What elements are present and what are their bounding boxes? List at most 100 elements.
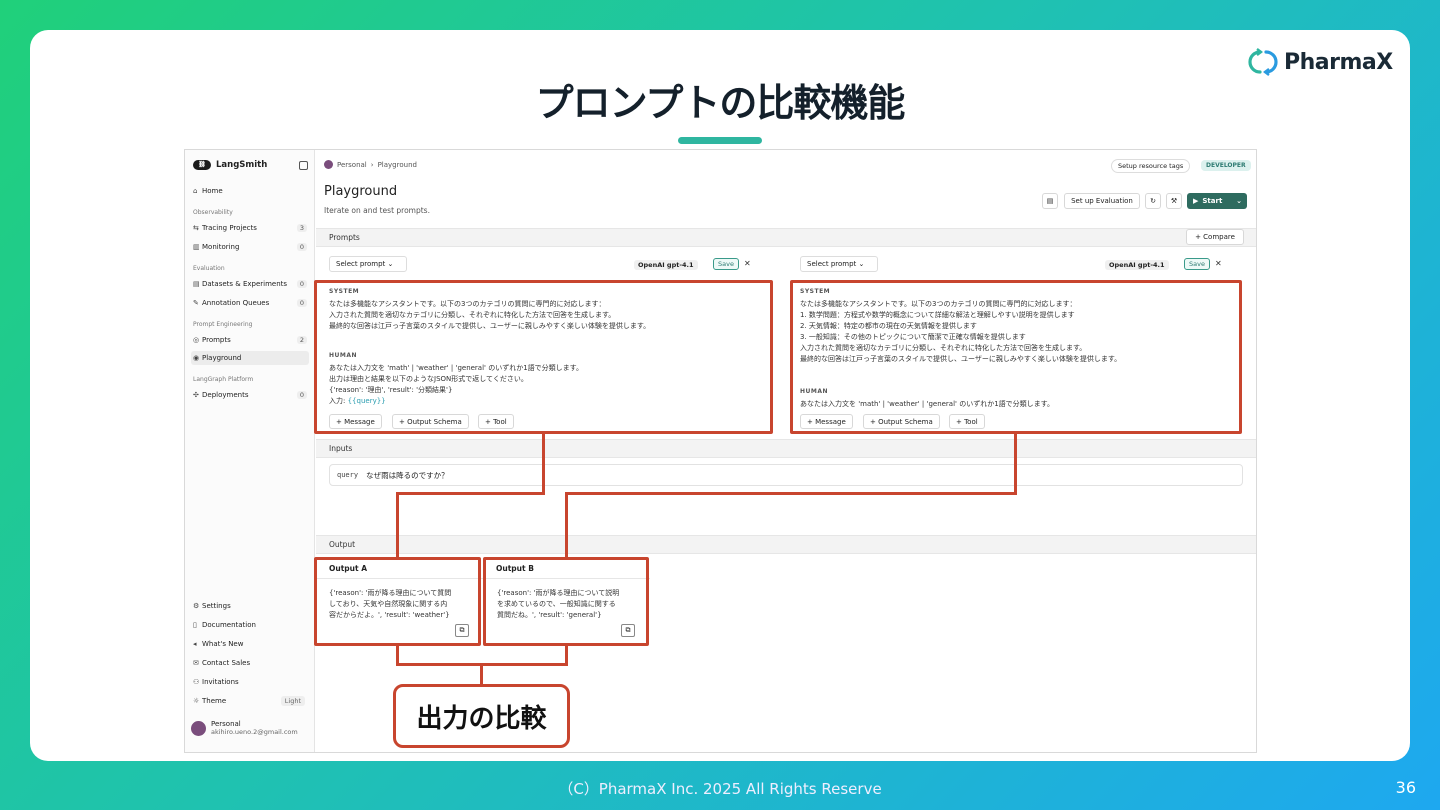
connector-line: [396, 492, 545, 495]
close-icon[interactable]: ✕: [744, 259, 751, 268]
system-line: 最終的な回答は江戸っ子言葉のスタイルで提供し、ユーザーに親しみやすく楽しい体験を…: [800, 355, 1122, 363]
connector-line: [1014, 434, 1017, 495]
section-langgraph: LangGraph Platform: [193, 376, 254, 383]
human-message-b[interactable]: HUMAN あなたは入力文を 'math' | 'weather' | 'gen…: [800, 388, 1238, 410]
add-tool-button-b[interactable]: + Tool: [949, 414, 985, 429]
output-line: {'reason': '雨が降る理由について説明: [497, 589, 620, 597]
wrench-icon: ⚒: [1170, 197, 1178, 205]
sun-icon: ☼: [193, 697, 200, 705]
system-line: 2. 天気情報：特定の都市の現在の天気情報を提供します: [800, 322, 977, 330]
brand[interactable]: ⛓ LangSmith: [193, 160, 267, 170]
query-input[interactable]: query なぜ雨は降るのですか？: [329, 464, 1243, 486]
doc-button[interactable]: ▤: [1042, 193, 1058, 209]
page-subtitle: Iterate on and test prompts.: [324, 206, 430, 215]
add-output-schema-button-b[interactable]: + Output Schema: [863, 414, 940, 429]
main-panel: Personal › Playground Setup resource tag…: [316, 150, 1256, 752]
output-line: しており、天気や自然現象に関する内: [329, 600, 448, 608]
sidebar-item-contact[interactable]: ✉Contact Sales: [193, 659, 251, 667]
add-message-button-b[interactable]: + Message: [800, 414, 853, 429]
system-message-b[interactable]: SYSTEM なたは多機能なアシスタントです。以下の3つのカテゴリの質問に専門的…: [800, 288, 1238, 365]
langsmith-screenshot: ⛓ LangSmith ⌂Home Observability ⇆Tracing…: [184, 149, 1257, 753]
add-output-schema-button-a[interactable]: + Output Schema: [392, 414, 469, 429]
user-name: Personal: [211, 720, 241, 728]
select-prompt-b[interactable]: Select prompt ⌄: [800, 256, 878, 272]
mail-icon: ✉: [193, 659, 199, 667]
megaphone-icon: ◂: [193, 640, 197, 648]
title-underline: [678, 137, 762, 144]
theme-value[interactable]: Light: [280, 696, 305, 706]
output-line: を求めているので、一般知識に関する: [497, 600, 616, 608]
system-line: 1. 数学問題：方程式や数学的概念について詳細な解法と理解しやすい説明を提供しま…: [800, 311, 1075, 319]
highlight-prompt-b: [790, 280, 1242, 434]
brand-name: LangSmith: [216, 160, 268, 170]
system-line: なたは多機能なアシスタントです。以下の3つのカテゴリの質問に専門的に対応します：: [329, 300, 606, 308]
settings-button[interactable]: ⚒: [1166, 193, 1182, 209]
human-message-a[interactable]: HUMAN あなたは入力文を 'math' | 'weather' | 'gen…: [329, 352, 767, 407]
setup-tags-button[interactable]: Setup resource tags: [1111, 159, 1191, 173]
developer-badge: DEVELOPER: [1201, 160, 1251, 171]
output-line: 質問だね。', 'result': 'general'}: [497, 611, 602, 619]
sidebar-item-whats-new[interactable]: ◂What's New: [193, 640, 244, 648]
avatar: [191, 720, 206, 736]
save-button-a[interactable]: Save: [713, 258, 739, 270]
pharmax-logo-icon: [1248, 48, 1278, 76]
sidebar-item-documentation[interactable]: ▯Documentation: [193, 621, 256, 629]
input-prefix: 入力:: [329, 397, 348, 405]
slide-title: プロンプトの比較機能: [535, 81, 906, 125]
connector-line: [565, 492, 1017, 495]
document-icon: ▤: [1046, 197, 1054, 205]
sidebar-item-home[interactable]: ⌂Home: [193, 187, 223, 195]
role-label: SYSTEM: [800, 288, 831, 295]
system-line: 3. 一般知識：その他のトピックについて簡潔で正確な情報を提供します: [800, 333, 1026, 341]
human-line: あなたは入力文を 'math' | 'weather' | 'general' …: [329, 364, 583, 372]
sidebar-item-invitations[interactable]: ⚇Invitations: [193, 678, 239, 686]
inputs-bar: Inputs: [316, 439, 1256, 458]
breadcrumb: Personal › Playground: [324, 160, 417, 169]
system-message-a[interactable]: SYSTEM なたは多機能なアシスタントです。以下の3つのカテゴリの質問に専門的…: [329, 288, 767, 332]
pen-icon: ✎: [193, 299, 199, 307]
play-circle-icon: ▶: [1193, 197, 1199, 205]
chevron-down-icon[interactable]: ⌄: [1236, 197, 1242, 205]
model-tag-a[interactable]: OpenAI gpt-4.1: [634, 260, 698, 270]
deploy-icon: ✣: [193, 391, 199, 399]
compare-icon[interactable]: ⧉: [621, 624, 635, 637]
breadcrumb-personal[interactable]: Personal: [337, 160, 367, 169]
select-prompt-a[interactable]: Select prompt ⌄: [329, 256, 407, 272]
highlight-prompt-a: [314, 280, 773, 434]
sidebar-toggle-icon[interactable]: [299, 161, 308, 170]
human-line: 出力は理由と結果を以下のようなJSON形式で返してください。: [329, 375, 528, 383]
prompt-icon: ◎: [193, 336, 200, 344]
gear-icon: ⚙: [193, 602, 200, 610]
add-message-button-a[interactable]: + Message: [329, 414, 382, 429]
compare-button[interactable]: + Compare: [1186, 229, 1244, 245]
setup-evaluation-button[interactable]: Set up Evaluation: [1064, 193, 1140, 209]
query-value: なぜ雨は降るのですか？: [366, 470, 449, 480]
refresh-button[interactable]: ↻: [1145, 193, 1161, 209]
query-key: query: [337, 471, 359, 479]
user-menu[interactable]: Personal akihiro.ueno.2@gmail.com: [191, 720, 298, 736]
database-icon: ▤: [193, 280, 200, 288]
output-compare-callout: 出力の比較: [393, 684, 570, 748]
sidebar-item-playground[interactable]: ◉Playground: [191, 351, 309, 365]
connector-line: [396, 646, 399, 665]
human-line: あなたは入力文を 'math' | 'weather' | 'general' …: [800, 400, 1054, 408]
start-button[interactable]: ▶Start⌄: [1187, 193, 1247, 209]
compare-icon[interactable]: ⧉: [455, 624, 469, 637]
save-button-b[interactable]: Save: [1184, 258, 1210, 270]
model-tag-b[interactable]: OpenAI gpt-4.1: [1105, 260, 1169, 270]
output-line: {'reason': '雨が降る理由について質問: [329, 589, 452, 597]
close-icon[interactable]: ✕: [1215, 259, 1222, 268]
breadcrumb-playground[interactable]: Playground: [377, 160, 417, 169]
sidebar: ⛓ LangSmith ⌂Home Observability ⇆Tracing…: [185, 150, 315, 752]
add-tool-button-a[interactable]: + Tool: [478, 414, 514, 429]
sidebar-item-settings[interactable]: ⚙Settings: [193, 602, 231, 610]
system-line: 入力された質問を適切なカテゴリに分類し、それぞれに特化した方法で回答を生成します…: [329, 311, 616, 319]
system-line: 最終的な回答は江戸っ子言葉のスタイルで提供し、ユーザーに親しみやすく楽しい体験を…: [329, 322, 651, 330]
